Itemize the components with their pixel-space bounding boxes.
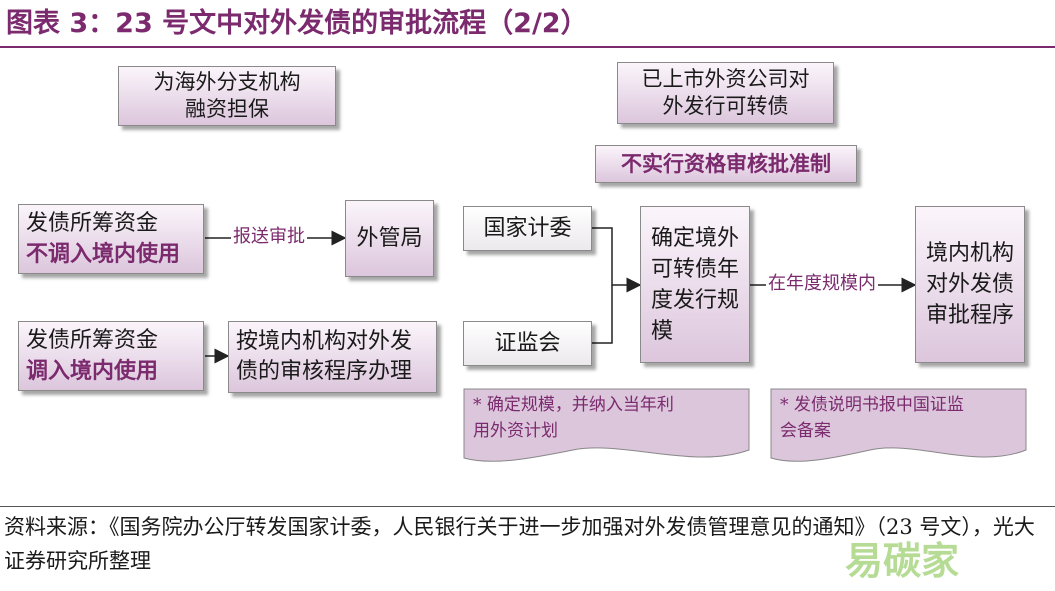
note-scale-plan: * 确定规模，并纳入当年利 用外资计划 [463, 388, 750, 464]
no-approval-box: 不实行资格审核批准制 [595, 145, 857, 183]
listed-company-box: 已上市外资公司对 外发行可转债 [617, 62, 834, 124]
agency-csrc-box: 证监会 [463, 321, 592, 366]
domestic-review-box: 按境内机构对外发 债的审核程序办理 [228, 321, 437, 393]
source-note: 资料来源：《国务院办公厅转发国家计委，人民银行关于进一步加强对外发债管理意见的通… [4, 515, 1035, 573]
figure-title: 图表 3：23 号文中对外发债的审批流程（2/2） [6, 8, 588, 39]
source-rule [0, 506, 1055, 507]
title-rule [0, 46, 1055, 48]
funds-domestic-box: 发债所筹资金 调入境内使用 [18, 321, 204, 391]
funds-not-domestic-box: 发债所筹资金 不调入境内使用 [18, 204, 204, 274]
note-shape [463, 388, 750, 462]
arrow-label-within-scale: 在年度规模内 [766, 273, 878, 295]
overseas-guarantee-box: 为海外分支机构 融资担保 [118, 66, 336, 126]
arrow-agency2 [592, 285, 613, 344]
annual-scale-box: 确定境外 可转债年 度发行规 模 [640, 206, 750, 363]
note-prospectus-filing: * 发债说明书报中国证监 会备案 [770, 388, 1027, 464]
agency-ndrc-box: 国家计委 [463, 206, 592, 251]
watermark-logo: 易碳家 [845, 539, 960, 583]
arrow-agency1 [592, 227, 642, 293]
domestic-approval-box: 境内机构 对外发债 审批程序 [915, 206, 1025, 363]
arrow-label-report: 报送审批 [231, 226, 307, 248]
note-shape [770, 388, 1027, 462]
safe-box: 外管局 [345, 200, 434, 277]
